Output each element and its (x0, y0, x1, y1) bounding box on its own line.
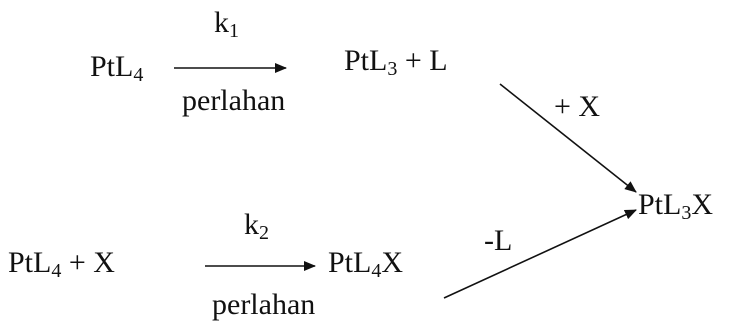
reaction1-rate-constant: k1 (214, 6, 239, 42)
reaction1-reagent: + X (554, 90, 601, 123)
reaction2-condition: perlahan (212, 288, 316, 321)
reaction1-intermediate: PtL3 + L (344, 44, 448, 80)
arrow-reaction2-to-product (443, 209, 637, 299)
reaction2-reagent: -L (484, 224, 513, 257)
reaction2-rate-constant: k2 (244, 208, 269, 244)
reaction2-reactant: PtL4 + X (8, 246, 115, 282)
reaction1-reactant: PtL4 (90, 50, 144, 86)
arrow-reaction1-to-product (499, 83, 637, 193)
reaction2-intermediate: PtL4X (328, 246, 404, 282)
reaction1-condition: perlahan (182, 84, 286, 117)
product: PtL3X (638, 188, 714, 224)
